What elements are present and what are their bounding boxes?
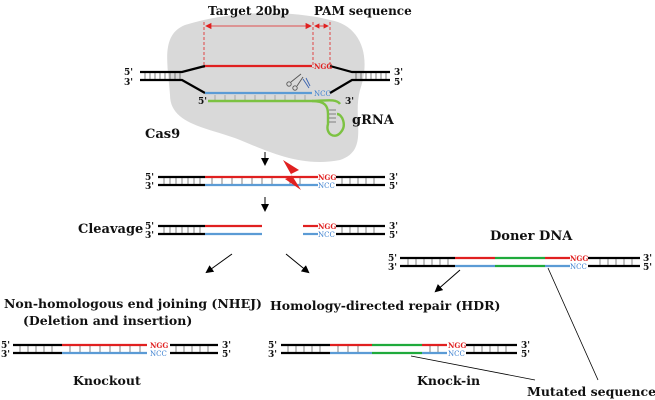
dna-donor-rungs <box>407 259 633 265</box>
dna-cleaved-rungs <box>163 227 375 233</box>
nhej-ngg: NGG <box>150 341 168 350</box>
end-5-top: 5' <box>124 68 133 78</box>
dna-hdr <box>281 343 517 355</box>
donor-end-3: 3' <box>388 263 397 273</box>
scissors-icon-blue <box>302 77 311 89</box>
dna-nhej <box>13 343 218 355</box>
cleaved-ncc: NCC <box>318 231 335 239</box>
hdr-end-5: 5' <box>268 341 277 351</box>
nhej-end-5: 5' <box>1 341 10 351</box>
nhej-sublabel: (Deletion and insertion) <box>23 313 192 328</box>
dsb-end-5: 5' <box>145 173 154 183</box>
mutated-pointers <box>410 267 599 381</box>
grna-pairing-rungs <box>214 95 306 100</box>
grna-strand <box>208 99 345 137</box>
grna-end-3: 3' <box>345 97 354 107</box>
dsb-end-3-right: 3' <box>389 173 398 183</box>
cleaved-end-3: 3' <box>145 231 154 241</box>
dna-open-top-rungs <box>144 73 387 79</box>
pam-label: PAM sequence <box>314 4 412 18</box>
nhej-end-5-right: 5' <box>222 350 231 360</box>
arrow-to-hdr <box>285 253 310 274</box>
cleaved-end-5-right: 5' <box>389 231 398 241</box>
cas9-label: Cas9 <box>145 127 180 142</box>
hdr-end-3: 3' <box>268 350 277 360</box>
hdr-ngg: NGG <box>448 341 466 350</box>
dna-hdr-rungs <box>287 346 507 352</box>
dna-dsb-rungs <box>163 178 375 184</box>
hdr-ncc: NCC <box>448 350 465 358</box>
donor-end-5-right: 5' <box>643 263 652 273</box>
donor-ncc: NCC <box>570 263 587 271</box>
end-3-top-right: 3' <box>394 68 403 78</box>
dna-donor <box>400 256 640 268</box>
grna-label: gRNA <box>352 113 395 128</box>
pam-ngg: NGG <box>314 62 332 71</box>
pam-ncc: NCC <box>314 90 331 98</box>
grna-hairpin-rungs <box>329 109 336 123</box>
donor-end-5: 5' <box>388 254 397 264</box>
dsb-end-3: 3' <box>145 182 154 192</box>
lightning-bolt-icon <box>283 160 301 190</box>
cleaved-ngg: NGG <box>318 222 336 231</box>
donor-end-3-right: 3' <box>643 254 652 264</box>
arrow-donor-to-hdr <box>434 269 461 293</box>
grna-end-5: 5' <box>198 97 207 107</box>
arrow-to-nhej <box>205 253 233 274</box>
cleavage-label: Cleavage <box>78 222 143 237</box>
hdr-end-3-right: 3' <box>521 341 530 351</box>
dsb-ncc: NCC <box>318 182 335 190</box>
dsb-end-5-right: 5' <box>389 182 398 192</box>
dna-nhej-rungs <box>19 346 209 352</box>
nhej-label: Non-homologous end joining (NHEJ) <box>4 296 262 311</box>
scissors-icon <box>286 73 304 91</box>
end-3-top: 3' <box>124 78 133 88</box>
target-bracket <box>203 22 331 68</box>
hdr-label: Homology-directed repair (HDR) <box>270 298 500 313</box>
cleaved-end-3-right: 3' <box>389 222 398 232</box>
dna-dsb <box>158 175 385 187</box>
donor-ngg: NGG <box>570 254 588 263</box>
dna-open-top <box>140 64 390 95</box>
nhej-end-3-right: 3' <box>222 341 231 351</box>
mutated-label: Mutated sequence <box>527 384 655 399</box>
nhej-end-3: 3' <box>1 350 10 360</box>
cleaved-end-5: 5' <box>145 222 154 232</box>
end-5-top-right: 5' <box>394 78 403 88</box>
cas9-protein <box>167 13 365 162</box>
dsb-ngg: NGG <box>318 173 336 182</box>
knockout-label: Knockout <box>73 373 141 388</box>
target-label: Target 20bp <box>208 4 289 18</box>
hdr-end-5-right: 5' <box>521 350 530 360</box>
nhej-ncc: NCC <box>150 350 167 358</box>
doner-label: Doner DNA <box>490 229 573 244</box>
dna-cleaved <box>158 224 385 236</box>
knockin-label: Knock-in <box>417 373 480 388</box>
